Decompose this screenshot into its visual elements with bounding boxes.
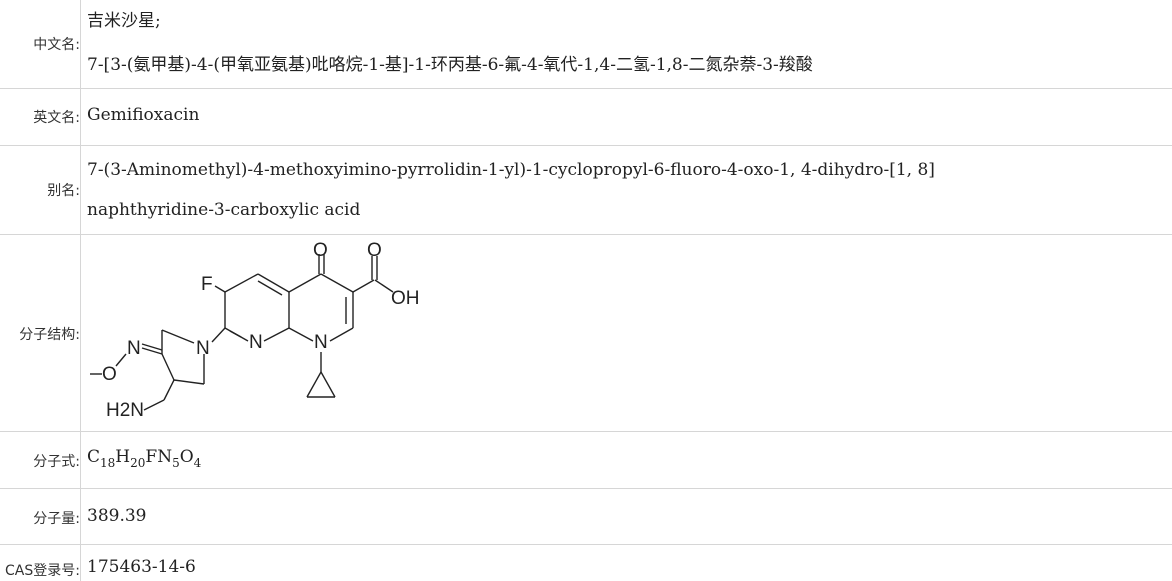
pyrrolidine-nitrogen-atom: N (196, 338, 210, 359)
row-divider (0, 431, 1172, 432)
column-divider (80, 0, 81, 581)
carboxyl-oxygen-atom: O (367, 242, 382, 261)
cas-value: 175463-14-6 (87, 557, 196, 577)
imine-nitrogen-atom: N (127, 338, 141, 359)
formula-value: C18H20FN5O4 (87, 447, 201, 470)
formula-carbon-count: 18 (100, 456, 116, 470)
english-name-value: Gemifioxacin (87, 105, 200, 125)
row-divider (0, 145, 1172, 146)
formula-oxygen: O (179, 447, 194, 467)
weight-label: 分子量: (33, 511, 80, 527)
structure-bonds (90, 254, 394, 411)
formula-nitrogen-count: 5 (172, 456, 180, 470)
amino-group: H2N (106, 400, 144, 421)
row-divider (0, 88, 1172, 89)
chinese-name-common: 吉米沙星; (87, 11, 161, 31)
chinese-name-systematic: 7-[3-(氨甲基)-4-(甲氧亚氨基)吡咯烷-1-基]-1-环丙基-6-氟-4… (87, 55, 813, 75)
english-name-label: 英文名: (33, 110, 80, 126)
molecular-structure-diagram: O O OH F N N N N O H2N (90, 242, 420, 421)
methoxy-oxygen-atom: O (102, 364, 117, 385)
alias-line-2: naphthyridine-3-carboxylic acid (87, 200, 361, 220)
formula-hydrogen: H (115, 447, 131, 467)
cas-label: CAS登录号: (5, 563, 80, 579)
fluorine-atom: F (201, 274, 213, 295)
alias-label: 别名: (47, 183, 80, 199)
chinese-name-label: 中文名: (33, 37, 80, 53)
row-divider (0, 544, 1172, 545)
formula-oxygen-count: 4 (193, 456, 202, 470)
formula-carbon: C (87, 447, 101, 467)
pyridine-nitrogen-atom: N (249, 332, 263, 353)
structure-label: 分子结构: (19, 327, 80, 343)
formula-hydrogen-count: 20 (130, 456, 146, 470)
row-divider (0, 488, 1172, 489)
formula-label: 分子式: (33, 454, 80, 470)
formula-fluorine-nitrogen: FN (145, 447, 173, 467)
row-divider (0, 234, 1172, 235)
weight-value: 389.39 (87, 506, 147, 526)
hydroxyl-group: OH (391, 288, 420, 309)
structure-atom-labels: O O OH F N N N N O H2N (102, 242, 420, 421)
ketone-oxygen-atom: O (313, 242, 328, 261)
alias-line-1: 7-(3-Aminomethyl)-4-methoxyimino-pyrroli… (87, 160, 935, 180)
quinolone-nitrogen-atom: N (314, 332, 328, 353)
